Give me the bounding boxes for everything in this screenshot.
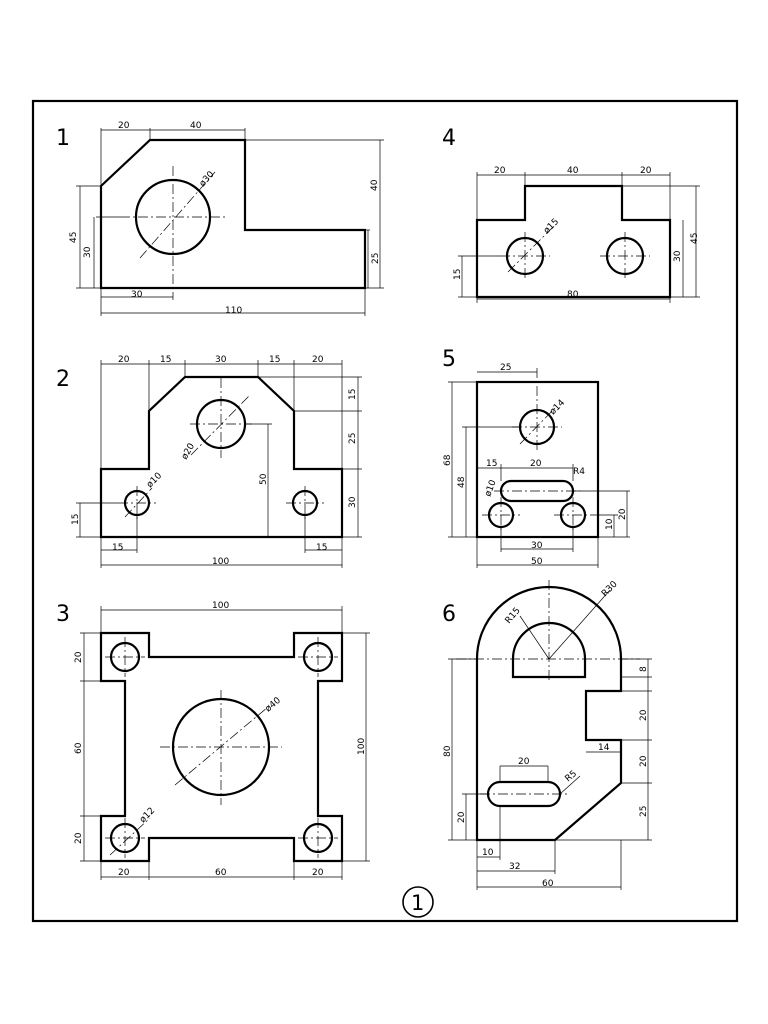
figure-6-number: 6 <box>442 602 456 627</box>
figure-6-dim-b32: 32 <box>509 862 520 872</box>
figure-3-dim-dia40: ø40 <box>264 696 284 715</box>
figure-4-dim-80: 80 <box>567 290 579 300</box>
figure-6-dim-b60: 60 <box>542 879 554 889</box>
figure-1-number: 1 <box>56 126 70 151</box>
figure-6-dim-14: 14 <box>598 743 610 753</box>
sheet-number-badge: 1 <box>402 886 434 918</box>
figure-1-outline <box>99 138 367 290</box>
figure-6-dim-b10: 10 <box>482 848 494 858</box>
figure-1-dim-25: 25 <box>371 253 381 264</box>
figure-1-dim-dia30: ø30 <box>198 170 217 189</box>
figure-3-dim-l60: 60 <box>74 742 84 754</box>
figure-3-number: 3 <box>56 602 70 627</box>
figure-3-dim-l20b: 20 <box>74 832 84 844</box>
figure-3-dim-b20b: 20 <box>312 868 324 878</box>
figure-5: 5 25 ø14 68 48 15 20 R4 ø10 <box>442 347 630 568</box>
figure-1-dim-110: 110 <box>225 306 242 316</box>
figure-6-dim-20a: 20 <box>639 709 649 721</box>
figure-5-dim-68: 68 <box>443 454 453 466</box>
figure-2-dim-30: 30 <box>215 355 227 365</box>
figure-5-number: 5 <box>442 347 456 372</box>
figure-1-dim-40: 40 <box>190 121 202 131</box>
figure-5-dim-r20: 20 <box>618 508 628 520</box>
figure-2-dim-20b: 20 <box>312 355 324 365</box>
figure-6-dim-r5: R5 <box>564 769 580 784</box>
figure-5-dim-25: 25 <box>500 363 511 373</box>
figure-6-arch-cutout <box>511 621 587 679</box>
figure-3-dim-b20a: 20 <box>118 868 130 878</box>
sheet-frame <box>31 99 739 923</box>
figure-6-dim-l20: 20 <box>457 811 467 823</box>
figure-5-dim-48: 48 <box>457 476 467 488</box>
figure-5-outline <box>475 380 600 539</box>
sheet-number: 1 <box>411 891 424 915</box>
figure-2-dim-50: 50 <box>259 473 269 485</box>
figure-6-dim-r30: R30 <box>600 579 620 599</box>
figure-5-dim-50: 50 <box>531 557 543 567</box>
figure-3-dim-b60: 60 <box>215 868 227 878</box>
figure-2-dim-r25: 25 <box>348 433 358 444</box>
figure-4-dim-20b: 20 <box>640 166 652 176</box>
figure-2-dim-b15b: 15 <box>316 543 327 553</box>
figure-3: 3 100 ø40 ø12 20 60 20 <box>56 601 370 880</box>
figure-6-dim-r15: R15 <box>504 606 523 626</box>
figure-1-dim-30h: 30 <box>131 290 143 300</box>
figure-6-dim-25: 25 <box>639 806 649 817</box>
figure-1-dim-30v: 30 <box>83 246 93 258</box>
figure-3-dim-l20a: 20 <box>74 651 84 663</box>
figure-5-dim-dia10: ø10 <box>483 478 498 498</box>
figure-2-dim-15a: 15 <box>160 355 171 365</box>
figure-2: 2 20 15 30 15 20 15 25 30 <box>56 355 362 568</box>
figure-4-dim-dia15: ø15 <box>542 217 561 236</box>
figure-2-dim-r30: 30 <box>348 496 358 508</box>
figure-5-dim-15: 15 <box>486 459 497 469</box>
figure-3-dim-dia12: ø12 <box>138 806 157 825</box>
figure-4-dim-20a: 20 <box>494 166 506 176</box>
figure-2-dim-b15a: 15 <box>112 543 123 553</box>
figure-6-dim-8: 8 <box>639 666 649 672</box>
figure-4: 4 20 40 20 ø15 15 30 45 80 <box>442 126 700 303</box>
figure-2-dim-15b: 15 <box>269 355 280 365</box>
figure-1-dim-40v: 40 <box>370 179 380 191</box>
figure-1-dim-45: 45 <box>69 232 79 243</box>
figure-2-number: 2 <box>56 367 70 392</box>
figure-4-dim-40: 40 <box>567 166 579 176</box>
figure-2-dim-b100: 100 <box>212 557 229 567</box>
figure-4-number: 4 <box>442 126 456 151</box>
figure-2-dim-20a: 20 <box>118 355 130 365</box>
figure-3-dim-r100: 100 <box>357 738 367 755</box>
figure-2-dim-r15: 15 <box>348 389 358 400</box>
figure-6: 6 R30 R15 8 20 20 25 14 80 20 <box>442 579 652 890</box>
figure-6-dim-20b: 20 <box>639 755 649 767</box>
figure-2-dim-dia10: ø10 <box>145 471 164 490</box>
figure-5-dim-dia14: ø14 <box>548 398 567 417</box>
figure-1: 1 20 40 ø30 40 25 45 30 30 11 <box>56 121 384 316</box>
figure-5-dim-10: 10 <box>605 518 615 530</box>
figure-6-dim-s20: 20 <box>518 757 530 767</box>
figure-6-dim-80: 80 <box>443 745 453 757</box>
figure-3-dim-t100: 100 <box>212 601 229 611</box>
figure-1-dim-20: 20 <box>118 121 130 131</box>
figure-4-dim-15: 15 <box>453 269 463 280</box>
figure-4-dim-45: 45 <box>690 233 700 244</box>
figure-2-dim-l15: 15 <box>71 514 81 525</box>
figure-5-dim-20: 20 <box>530 459 542 469</box>
figure-4-outline <box>475 184 672 299</box>
figure-4-dim-30: 30 <box>673 250 683 262</box>
figure-5-dim-30: 30 <box>531 541 543 551</box>
figure-5-dim-r4: R4 <box>573 467 585 477</box>
